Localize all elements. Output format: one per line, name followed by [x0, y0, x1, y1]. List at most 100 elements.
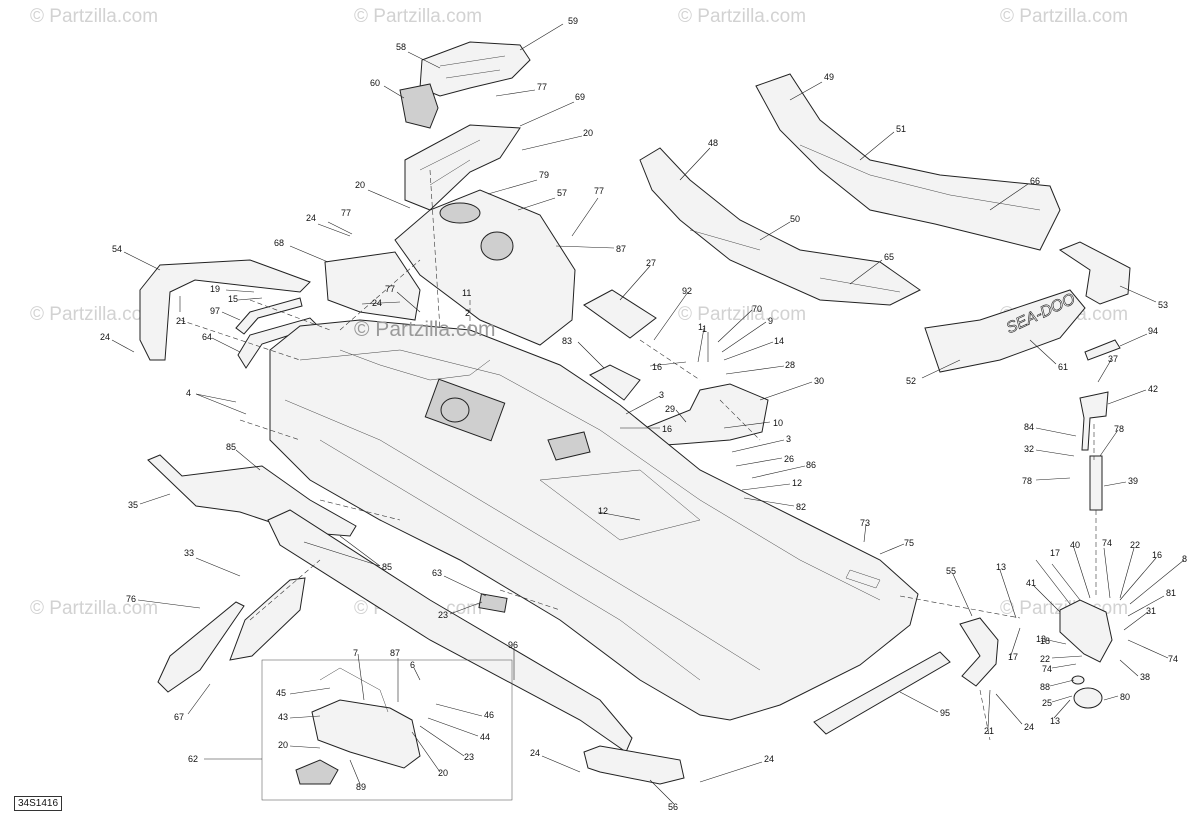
callout-label: 59: [568, 16, 578, 26]
watermark: © Partzilla.com: [30, 304, 159, 325]
callout-label: 94: [1148, 326, 1158, 336]
callout-label: 41: [1026, 578, 1036, 588]
callout-label: 83: [562, 336, 572, 346]
callout-label: 74: [1102, 538, 1112, 548]
callout-label: 1: [698, 322, 703, 332]
right-grate-part: [229, 577, 306, 661]
callout-label: 61: [1058, 362, 1068, 372]
callout-label: 21: [176, 316, 186, 326]
callout-label: 1: [702, 324, 707, 334]
callout-label: 17: [1008, 652, 1018, 662]
storage-cover-part: [583, 289, 657, 339]
callout-label: 52: [906, 376, 916, 386]
callout-label: 53: [1158, 300, 1168, 310]
left-front-panel-part: [139, 259, 311, 361]
callout-label: 20: [583, 128, 593, 138]
callout-label: 81: [1166, 588, 1176, 598]
callout-label: 35: [128, 500, 138, 510]
glovebox-badge-part: [295, 759, 339, 785]
fuel-hose-part: [1089, 455, 1103, 511]
callout-label: 89: [356, 782, 366, 792]
callout-label: 12: [598, 506, 608, 516]
callout-label: 20: [278, 740, 288, 750]
callout-label: 18: [1040, 636, 1050, 646]
rear-corner-part: [959, 617, 999, 687]
left-sponson-part: [147, 454, 357, 537]
callout-label: 49: [824, 72, 834, 82]
rear-trim-part: [813, 651, 951, 735]
callout-label: 15: [228, 294, 238, 304]
callout-label: 24: [306, 213, 316, 223]
callout-label: 24: [530, 748, 540, 758]
callout-label: 14: [774, 336, 784, 346]
watermark: © Partzilla.com: [354, 6, 483, 27]
center-watermark: © Partzilla.com: [354, 318, 496, 341]
callout-label: 25: [1042, 698, 1052, 708]
leader-lines: [111, 23, 1185, 805]
callout-label: 2: [465, 308, 470, 318]
callout-label: 27: [646, 258, 656, 268]
callout-label: 68: [274, 238, 284, 248]
callout-label: 96: [508, 640, 518, 650]
watermark: © Partzilla.com: [30, 598, 159, 619]
callout-label: 10: [773, 418, 783, 428]
callout-label: 87: [390, 648, 400, 658]
callout-label: 24: [1024, 722, 1034, 732]
callout-label: 97: [210, 306, 220, 316]
watermark: © Partzilla.com: [678, 6, 807, 27]
callout-label: 13: [1036, 634, 1046, 644]
callout-label: 65: [884, 252, 894, 262]
callout-label: 57: [557, 188, 567, 198]
left-grate-part: [157, 601, 245, 693]
callout-label: 17: [1050, 548, 1060, 558]
callout-label: 62: [188, 754, 198, 764]
callout-label: 63: [432, 568, 442, 578]
callout-label: 3: [659, 390, 664, 400]
callout-label: 32: [1024, 444, 1034, 454]
callout-label: 24: [764, 754, 774, 764]
callout-label: 28: [785, 360, 795, 370]
rear-bumper-part: [583, 745, 685, 785]
callout-label: 19: [210, 284, 220, 294]
callout-label: 66: [1030, 176, 1040, 186]
callout-label: 8: [1182, 554, 1187, 564]
cap-part: [1073, 687, 1103, 709]
callout-label: 69: [575, 92, 585, 102]
callout-label: 6: [410, 660, 415, 670]
callout-label: 77: [341, 208, 351, 218]
callout-label: 33: [184, 548, 194, 558]
callout-label: 22: [1130, 540, 1140, 550]
callout-label: 45: [276, 688, 286, 698]
callout-label: 24: [372, 298, 382, 308]
reference-code: 34S1416: [14, 796, 63, 811]
callout-label: 55: [946, 566, 956, 576]
callout-label: 23: [464, 752, 474, 762]
callout-label: 3: [786, 434, 791, 444]
callout-label: 76: [126, 594, 136, 604]
callout-label: 22: [1040, 654, 1050, 664]
callout-label: 95: [940, 708, 950, 718]
gauge-cover-part: [399, 41, 531, 129]
callout-label: 88: [1040, 682, 1050, 692]
callout-label: 86: [806, 460, 816, 470]
callout-label: 31: [1146, 606, 1156, 616]
callout-label: 39: [1128, 476, 1138, 486]
callout-label: 77: [594, 186, 604, 196]
callout-label: 29: [665, 404, 675, 414]
pump-assembly-part: [1059, 599, 1113, 663]
callout-label: 80: [1120, 692, 1130, 702]
callout-label: 74: [1168, 654, 1178, 664]
callout-label: 78: [1114, 424, 1124, 434]
callout-label: 50: [790, 214, 800, 224]
callout-label: 73: [860, 518, 870, 528]
callout-label: 20: [438, 768, 448, 778]
callout-label: 21: [984, 726, 994, 736]
callout-label: 56: [668, 802, 678, 812]
storage-frame-part: [589, 364, 641, 401]
callout-label: 60: [370, 78, 380, 88]
watermark: © Partzilla.com: [30, 6, 159, 27]
callout-label: 37: [1108, 354, 1118, 364]
glovebox-part: [311, 699, 421, 769]
callout-label: 16: [652, 362, 662, 372]
